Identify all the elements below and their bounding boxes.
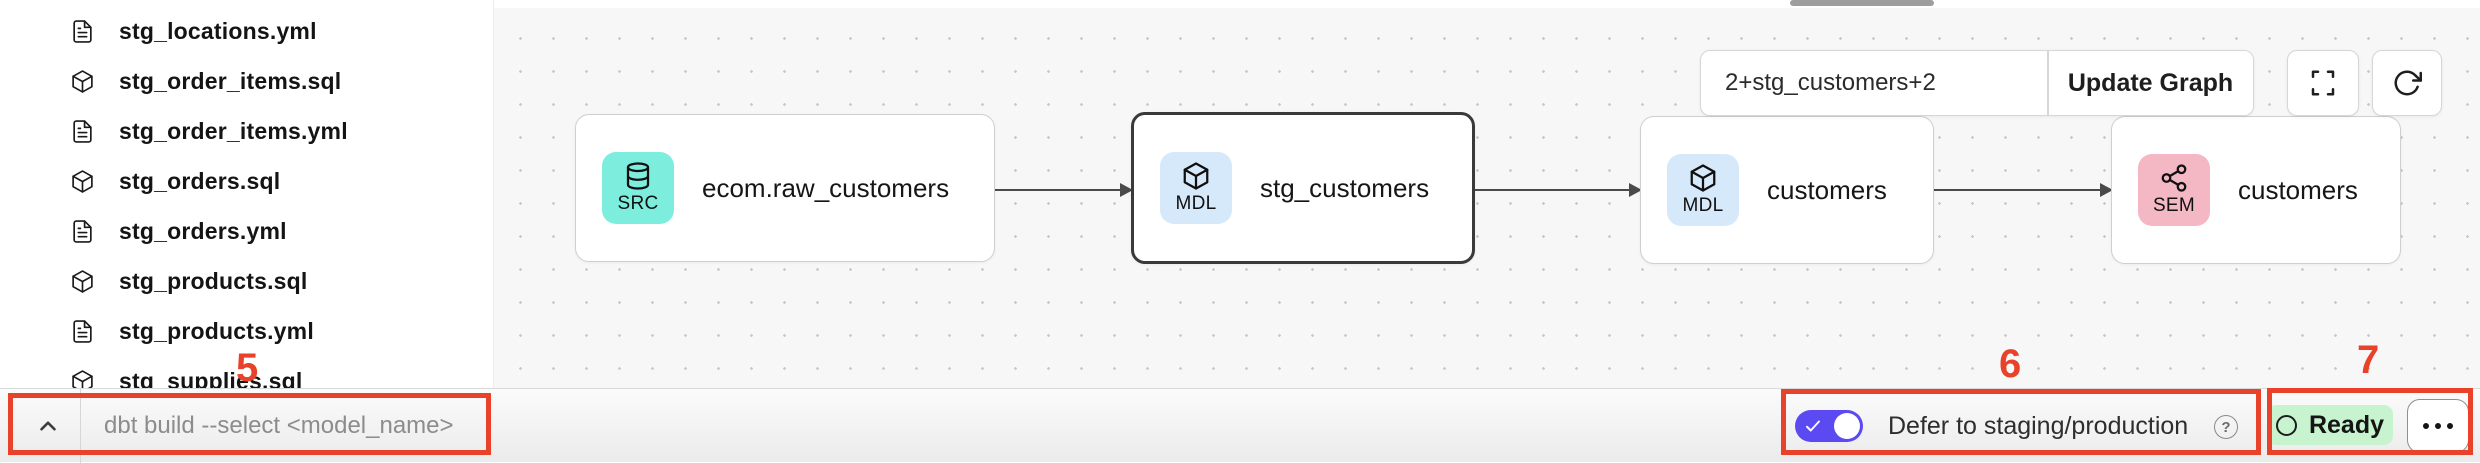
node-type-label: MDL (1682, 195, 1724, 216)
tree-item-stg-products-sql[interactable]: stg_products.sql (0, 256, 493, 306)
graph-node-source-ecom-raw-customers[interactable]: SRC ecom.raw_customers (575, 114, 995, 262)
refresh-icon (2394, 70, 2422, 96)
defer-toggle-label: Defer to staging/production (1888, 411, 2189, 440)
node-name: stg_customers (1260, 172, 1430, 203)
node-type-label: SEM (2152, 195, 2196, 216)
ellipsis-icon (2447, 423, 2453, 429)
canvas-top-strip (494, 0, 2480, 8)
horizontal-scrollbar-thumb[interactable] (1790, 0, 1934, 6)
tree-item-stg-products-yml[interactable]: stg_products.yml (0, 306, 493, 356)
more-options-button[interactable] (2407, 399, 2469, 453)
arrowhead-icon (1120, 183, 1133, 197)
fullscreen-button[interactable] (2287, 50, 2359, 116)
source-badge: SRC (602, 152, 674, 224)
command-status-bar: dbt build --select <model_name> Defer to… (0, 388, 2480, 463)
cube-icon (1690, 164, 1716, 192)
status-text: Ready (2308, 410, 2385, 439)
file-doc-icon (73, 19, 92, 43)
tree-item-stg-order-items-sql[interactable]: stg_order_items.sql (0, 56, 493, 106)
tree-item-stg-order-items-yml[interactable]: stg_order_items.yml (0, 106, 493, 156)
file-name: stg_orders.yml (119, 217, 287, 244)
cube-icon (1183, 162, 1209, 190)
node-name: ecom.raw_customers (702, 172, 950, 203)
help-question-icon[interactable]: ? (2214, 415, 2238, 439)
edge-customers-to-sem-customers (1929, 183, 2113, 197)
edge-stg-customers-to-customers (1475, 183, 1642, 197)
ide-status-badge[interactable]: Ready (2267, 405, 2393, 445)
update-graph-button[interactable]: Update Graph (2048, 51, 2253, 115)
arrowhead-icon (2100, 183, 2113, 197)
model-cube-icon (72, 69, 93, 93)
ellipsis-icon (2423, 423, 2429, 429)
refresh-graph-button[interactable] (2372, 50, 2442, 116)
tree-item-stg-orders-yml[interactable]: stg_orders.yml (0, 206, 493, 256)
bar-divider (80, 389, 81, 463)
node-name: customers (1767, 174, 1887, 205)
graph-node-model-customers[interactable]: MDL customers (1640, 116, 1934, 264)
lineage-selector-group: Update Graph (1700, 50, 2254, 116)
semantic-network-icon (2161, 164, 2187, 192)
file-name: stg_order_items.sql (119, 67, 342, 94)
toggle-knob (1834, 413, 1860, 439)
collapse-panel-button[interactable] (16, 389, 80, 463)
file-name: stg_products.sql (119, 267, 308, 294)
tree-item-stg-supplies-sql-clipped[interactable]: stg_supplies.sql (0, 356, 493, 388)
fullscreen-icon (2311, 70, 2335, 96)
file-doc-icon (73, 319, 92, 343)
node-name: customers (2238, 174, 2358, 205)
chevron-up-icon (40, 421, 56, 431)
ellipsis-icon (2435, 423, 2441, 429)
defer-toggle[interactable] (1795, 410, 1863, 442)
edge-raw-customers-to-stg-customers (995, 183, 1133, 197)
file-name: stg_products.yml (119, 317, 314, 344)
selector-divider (2047, 51, 2049, 115)
graph-node-model-stg-customers[interactable]: MDL stg_customers (1131, 112, 1475, 264)
model-cube-icon (72, 369, 93, 388)
file-doc-icon (73, 119, 92, 143)
file-name: stg_supplies.sql (119, 367, 303, 389)
arrowhead-icon (1629, 183, 1642, 197)
file-name: stg_locations.yml (119, 17, 317, 44)
tree-item-stg-locations-yml[interactable]: stg_locations.yml (0, 6, 493, 56)
file-explorer-panel: stg_locations.yml stg_order_items.sql st… (0, 0, 494, 388)
model-badge: MDL (1667, 154, 1739, 226)
node-type-label: SRC (617, 193, 659, 214)
lineage-graph-canvas[interactable]: SRC ecom.raw_customers MDL stg_customers… (494, 0, 2480, 388)
tree-item-stg-orders-sql[interactable]: stg_orders.sql (0, 156, 493, 206)
node-type-label: MDL (1175, 193, 1217, 214)
file-name: stg_orders.sql (119, 167, 281, 194)
file-doc-icon (73, 219, 92, 243)
semantic-badge: SEM (2138, 154, 2210, 226)
check-icon (1806, 420, 1820, 432)
model-cube-icon (72, 269, 93, 293)
graph-node-semantic-customers[interactable]: SEM customers (2111, 116, 2401, 264)
model-badge: MDL (1160, 152, 1232, 224)
dbt-command-input[interactable]: dbt build --select <model_name> (104, 412, 454, 439)
status-circle-icon (2275, 414, 2297, 436)
file-tree: stg_locations.yml stg_order_items.sql st… (0, 0, 493, 388)
database-icon (626, 162, 650, 190)
model-cube-icon (72, 169, 93, 193)
file-name: stg_order_items.yml (119, 117, 348, 144)
lineage-selector-input[interactable] (1701, 51, 2047, 115)
